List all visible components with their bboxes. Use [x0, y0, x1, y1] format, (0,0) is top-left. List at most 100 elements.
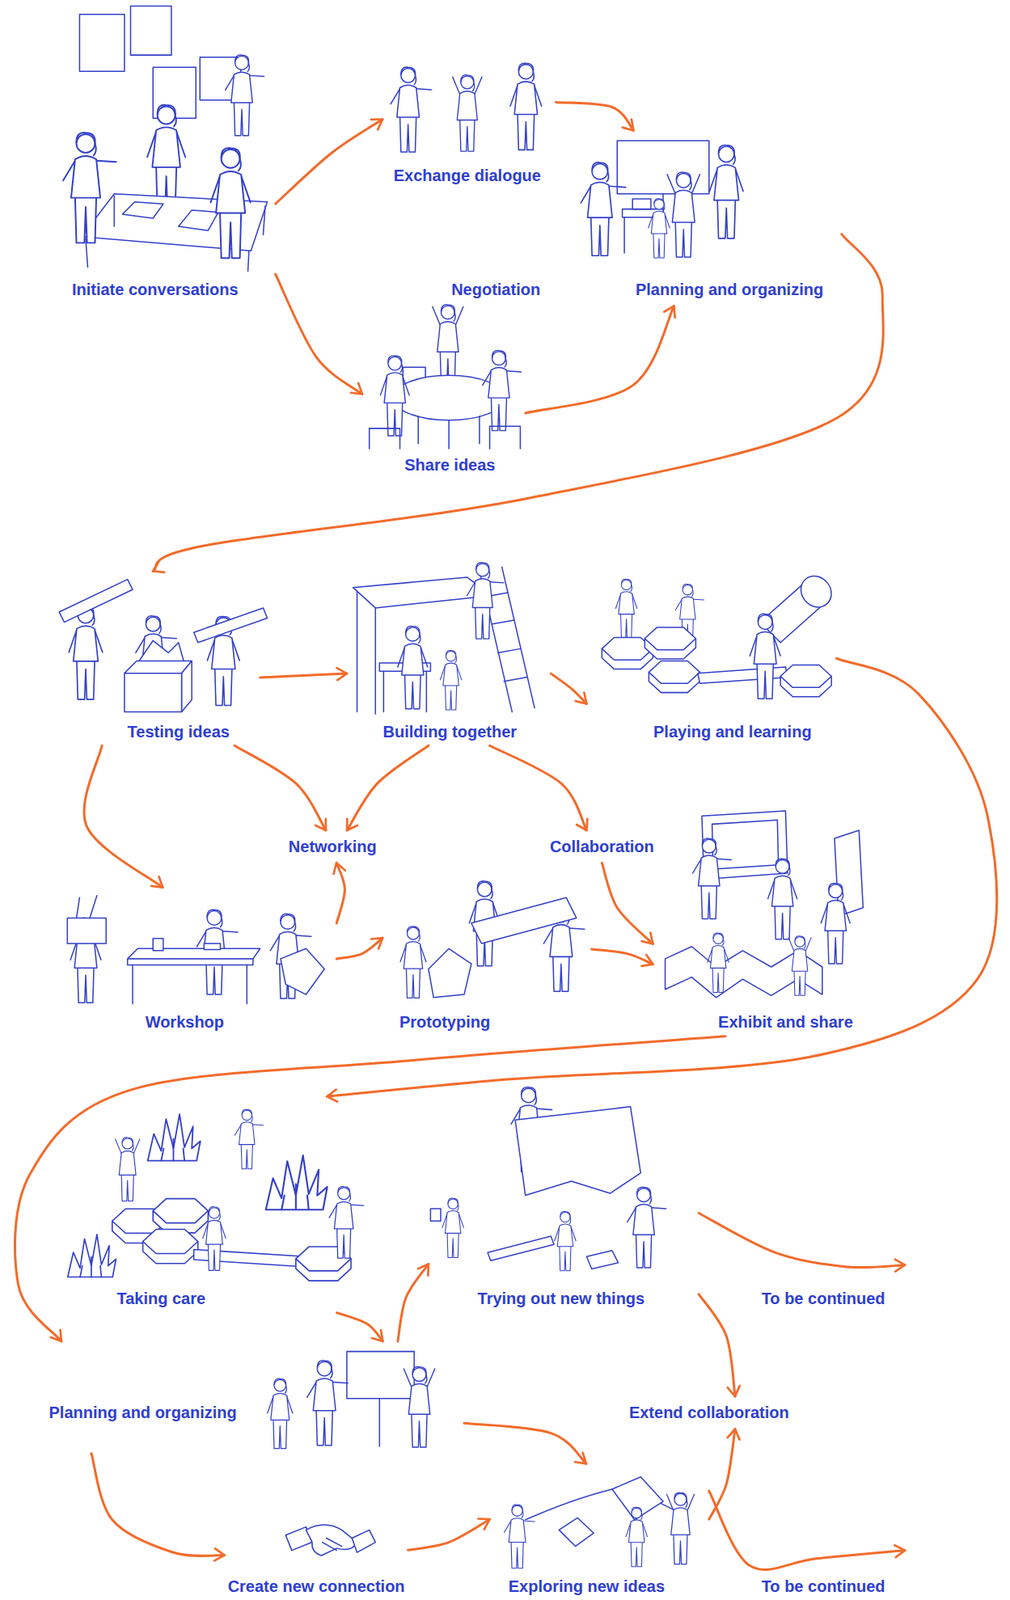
trying-scene [442, 1198, 464, 1258]
meeting-scene [63, 6, 267, 272]
planning-scene [267, 1378, 293, 1450]
share-scene [482, 350, 522, 432]
workshop-scene [67, 895, 325, 1005]
flow-arrow [346, 745, 429, 831]
share-scene [369, 304, 522, 449]
stage-node: Planning and organizing [35, 1341, 465, 1454]
prototyping-scene [471, 897, 577, 944]
planning-scene [307, 1360, 348, 1446]
meeting-scene [178, 210, 219, 231]
exhibit-scene [707, 933, 729, 993]
handshake-icon [322, 1538, 343, 1551]
care-scene [152, 1199, 208, 1234]
building-scene [439, 650, 461, 710]
stage-node: Workshop [55, 887, 337, 1037]
stage-label: Extend collaboration [629, 1403, 790, 1423]
flow-arrow [275, 274, 363, 394]
flow-arrow [601, 862, 653, 944]
meeting-scene [211, 147, 251, 258]
exhibit-scene [788, 936, 812, 996]
stage-label: Building together [383, 722, 518, 742]
stage-node: Playing and learning [586, 571, 837, 747]
flow-arrow [698, 1213, 905, 1268]
kite-scene [666, 1492, 694, 1565]
trying-scene [515, 1107, 641, 1196]
trying-scene [430, 1208, 441, 1222]
playing-scene [697, 667, 788, 684]
meeting-scene [147, 105, 186, 211]
stage-label: Negotiation [451, 279, 541, 300]
testing-scene [124, 661, 192, 674]
illustration-part [59, 6, 863, 1569]
stage-label: Playing and learning [653, 722, 812, 742]
exhibit-scene [820, 883, 850, 964]
care-scene [147, 1114, 201, 1162]
exhibit-scene [768, 858, 798, 940]
flow-arrow [336, 862, 345, 924]
flow-arrow [525, 306, 675, 415]
flow-arrow [15, 1036, 726, 1342]
stage-node: Collaboration [540, 830, 664, 863]
dialogue-scene [390, 67, 432, 153]
kite-scene [625, 1507, 647, 1567]
kite-scene [504, 1504, 536, 1569]
stage-node: Building together [346, 556, 551, 747]
handshake-icon [285, 1525, 376, 1556]
stage-node: To be continued [758, 1538, 905, 1600]
building-scene [353, 562, 536, 715]
flow-arrow [91, 1453, 225, 1557]
trying-scene [487, 1236, 554, 1261]
meeting-scene [225, 54, 265, 136]
stage-label: To be continued [761, 1576, 886, 1597]
playing-scene [601, 570, 837, 699]
care-scene [115, 1137, 140, 1202]
flow-arrow [397, 1264, 429, 1343]
flow-arrow [234, 745, 326, 831]
dialogue-scene [510, 63, 542, 150]
stage-label: Exchange dialogue [393, 165, 541, 186]
stage-node: Planning and organizing [571, 130, 842, 306]
flow-arrow [275, 119, 384, 205]
exhibit-scene [692, 838, 732, 920]
testing-scene [59, 579, 267, 713]
prototyping-scene [400, 881, 585, 999]
flow-arrow [709, 1491, 905, 1571]
planning-scene [403, 1366, 435, 1448]
planning-scene [580, 140, 744, 258]
playing-scene [615, 578, 637, 639]
share-scene [418, 416, 480, 449]
stage-label: Planning and organizing [635, 279, 824, 300]
stage-label: Exploring new ideas [508, 1576, 665, 1597]
building-scene [397, 626, 428, 710]
care-scene [329, 1187, 364, 1260]
flow-arrow [556, 102, 634, 132]
testing-scene [137, 640, 184, 664]
stage-label: Initiate conversations [71, 279, 239, 300]
stage-node: Initiate conversations [55, 4, 275, 305]
kite-scene [558, 1517, 594, 1547]
workshop-scene [152, 938, 164, 951]
playing-scene [648, 661, 700, 694]
stage-node: Testing ideas [55, 571, 260, 747]
stage-label: Collaboration [549, 836, 655, 857]
building-scene [353, 577, 493, 609]
building-scene [466, 562, 503, 639]
stage-node: Taking care [55, 1096, 383, 1313]
stage-node: Exploring new ideas [490, 1463, 710, 1600]
planning-scene [709, 144, 744, 238]
stage-label: Trying out new things [477, 1288, 646, 1309]
stage-label: Share ideas [404, 455, 495, 475]
kite-scene [504, 1477, 695, 1569]
meeting-scene [122, 202, 163, 219]
flow-arrow [464, 1423, 587, 1464]
stage-label: Workshop [145, 1012, 224, 1032]
flow-arrow [698, 1294, 736, 1397]
flow-arrow [550, 673, 587, 704]
playing-scene [644, 627, 696, 660]
planning-scene [379, 1397, 381, 1447]
flow-arrow [336, 938, 383, 960]
playing-scene [794, 570, 838, 614]
workshop-scene [76, 895, 98, 919]
flow-arrow [152, 234, 884, 572]
planning-scene [580, 162, 626, 256]
